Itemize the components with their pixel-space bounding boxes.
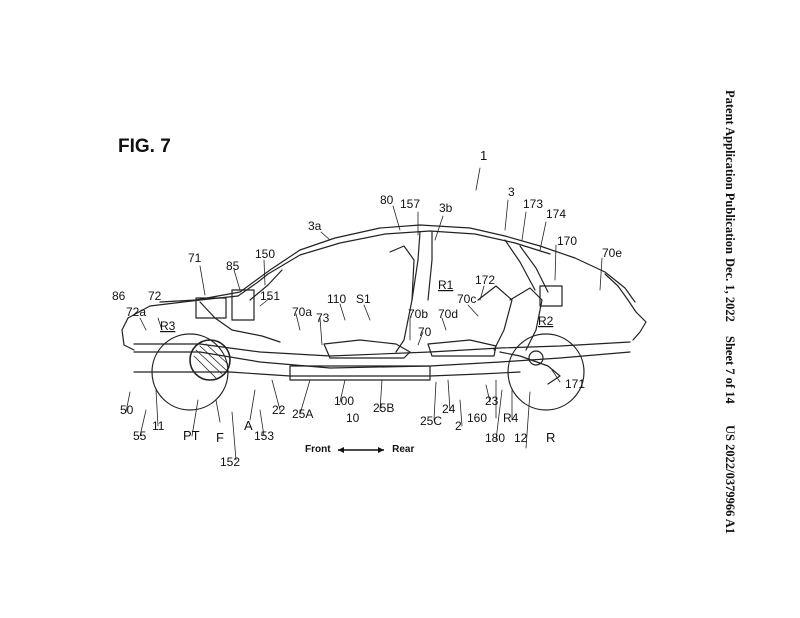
front-seat-back xyxy=(389,245,415,353)
ref-70b: 70b xyxy=(408,307,428,321)
roof-line xyxy=(159,224,636,303)
rear-subframe xyxy=(499,351,561,385)
ref-11: 11 xyxy=(152,419,165,433)
rear-wheel xyxy=(507,333,585,411)
ref-25C: 25C xyxy=(420,414,442,428)
leader-lines xyxy=(125,167,603,461)
ref-3a: 3a xyxy=(308,219,322,233)
ref-23: 23 xyxy=(485,394,499,408)
ref-55: 55 xyxy=(133,429,147,443)
direction-indicator: Front Rear xyxy=(305,444,414,455)
ref-172: 172 xyxy=(475,273,495,287)
c-pillar xyxy=(504,239,549,293)
powertrain-pt xyxy=(189,339,231,381)
floor-lower xyxy=(133,351,631,369)
front-seat-cushion xyxy=(323,339,411,359)
unit-71 xyxy=(195,297,227,319)
ref-70d: 70d xyxy=(438,307,458,321)
ref-174: 174 xyxy=(546,207,566,221)
battery-pack-100 xyxy=(289,365,431,381)
ref-22: 22 xyxy=(272,403,286,417)
ref-170: 170 xyxy=(557,234,577,248)
ref-70c: 70c xyxy=(457,292,476,306)
ref-171: 171 xyxy=(565,377,585,391)
b-pillar xyxy=(411,231,433,301)
ref-71: 71 xyxy=(188,251,202,265)
powertrain-hatch xyxy=(193,343,229,379)
ref-F: F xyxy=(216,430,224,445)
ref-R3: R3 xyxy=(160,319,176,333)
ref-73: 73 xyxy=(316,311,330,325)
ref-152: 152 xyxy=(220,455,240,469)
rear-module-170 xyxy=(539,285,563,307)
ref-151: 151 xyxy=(260,289,280,303)
ref-R2: R2 xyxy=(538,314,554,328)
roof-inner-line xyxy=(267,230,551,275)
ref-3b: 3b xyxy=(439,201,453,215)
ref-25A: 25A xyxy=(292,407,313,421)
underbody xyxy=(133,371,521,377)
ref-160: 160 xyxy=(467,411,487,425)
figure-label: FIG. 7 xyxy=(118,136,171,157)
ref-70a: 70a xyxy=(292,305,312,319)
ref-180: 180 xyxy=(485,431,505,445)
ref-157: 157 xyxy=(400,197,420,211)
trunk-lid xyxy=(604,273,647,341)
rear-motor xyxy=(528,350,544,366)
rear-seat-cushion xyxy=(427,339,497,357)
vehicle-side-view-drawing: 1 3 80 157 3b 173 174 3a 170 70e 71 85 1… xyxy=(112,148,647,469)
ref-12: 12 xyxy=(514,431,528,445)
battery-85 xyxy=(231,289,255,321)
ref-S1: S1 xyxy=(356,292,371,306)
ref-50: 50 xyxy=(120,403,134,417)
rear-seat-back xyxy=(477,285,513,351)
ref-72: 72 xyxy=(148,289,162,303)
ref-173: 173 xyxy=(523,197,543,211)
ref-R1: R1 xyxy=(438,278,454,292)
ref-72a: 72a xyxy=(126,305,146,319)
ref-3: 3 xyxy=(508,185,515,199)
floor-upper xyxy=(133,341,631,357)
ref-150: 150 xyxy=(255,247,275,261)
ref-85: 85 xyxy=(226,259,240,273)
ref-25B: 25B xyxy=(373,401,394,415)
ref-80: 80 xyxy=(380,193,394,207)
running-header: Patent Application Publication Dec. 1, 2… xyxy=(723,90,767,550)
ref-110: 110 xyxy=(327,292,346,306)
ref-153: 153 xyxy=(254,429,274,443)
double-arrow-icon xyxy=(338,446,385,453)
ref-100: 100 xyxy=(334,394,354,408)
ref-10: 10 xyxy=(346,411,360,425)
ref-24: 24 xyxy=(442,402,456,416)
direction-front-label: Front xyxy=(305,444,331,455)
ref-PT: PT xyxy=(183,428,200,443)
ref-R: R xyxy=(546,430,555,445)
front-wheel xyxy=(151,333,229,411)
ref-86: 86 xyxy=(112,289,126,303)
ref-70: 70 xyxy=(418,325,432,339)
ref-2: 2 xyxy=(455,419,462,433)
ref-R4: R4 xyxy=(503,411,519,425)
dashboard xyxy=(199,301,281,343)
direction-rear-label: Rear xyxy=(392,444,415,455)
ref-1: 1 xyxy=(480,148,487,163)
ref-A: A xyxy=(244,418,253,433)
ref-70e: 70e xyxy=(602,246,622,260)
front-bumper xyxy=(121,317,135,351)
